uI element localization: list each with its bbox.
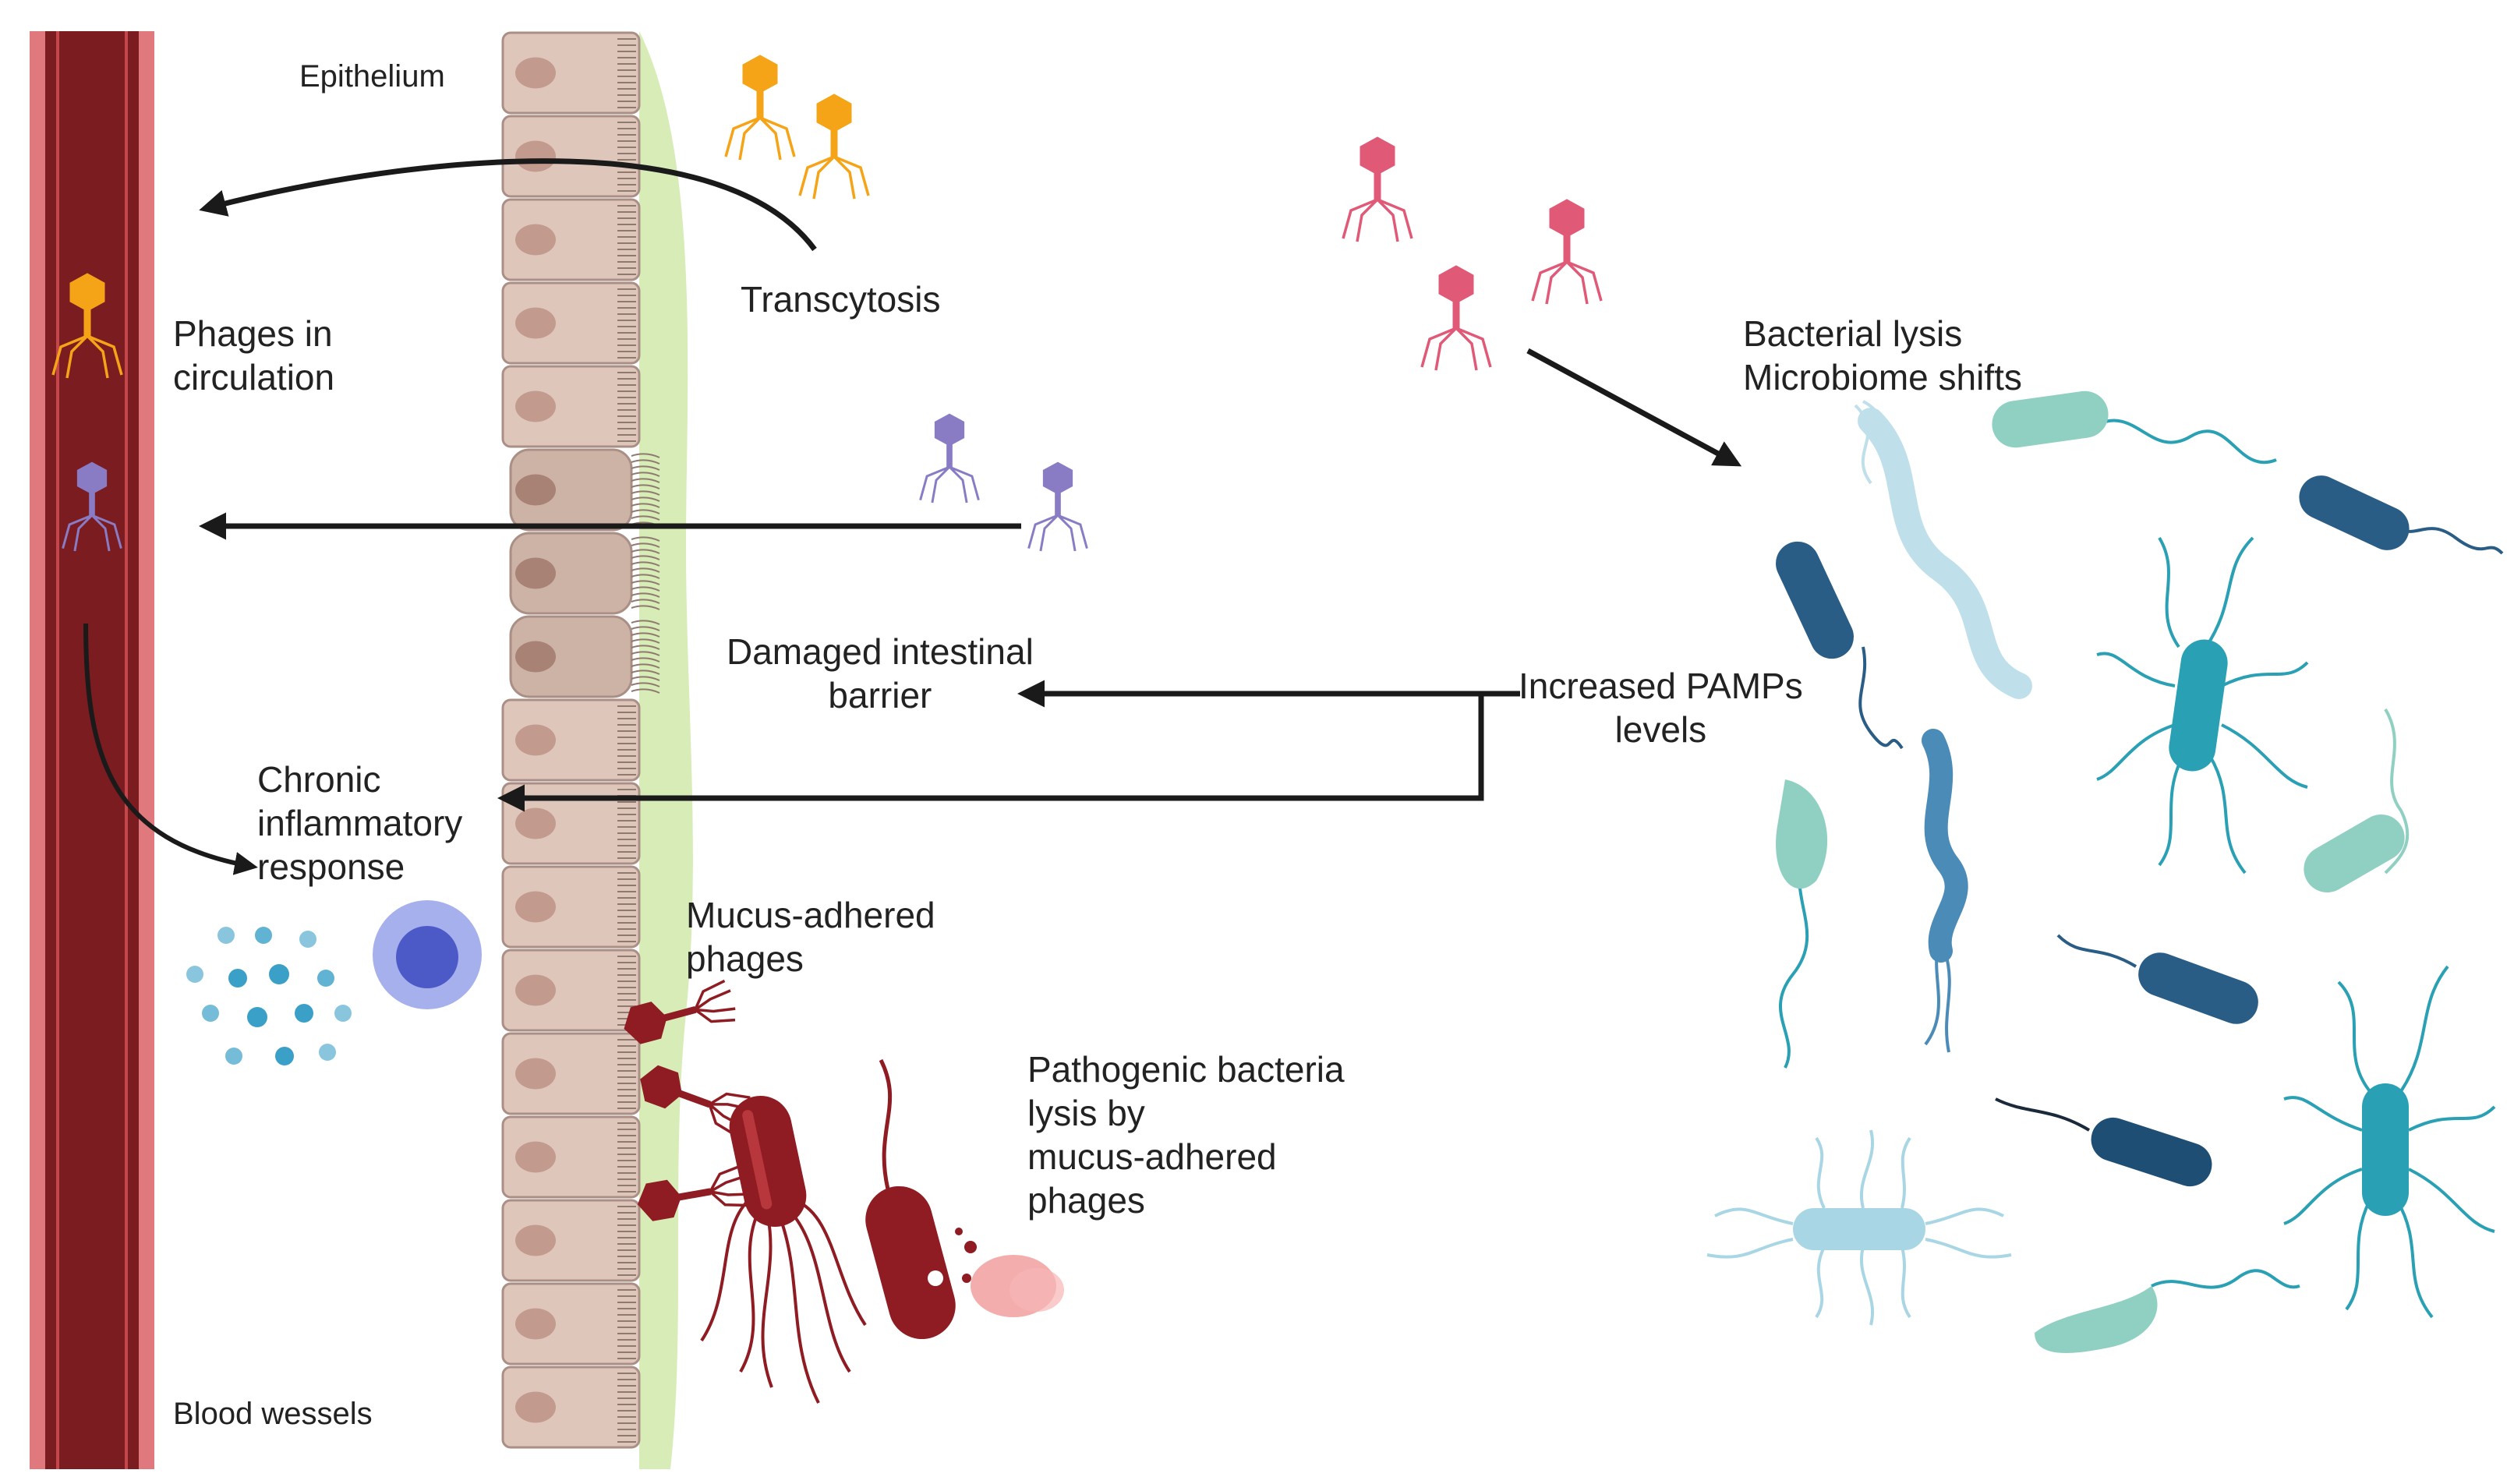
microvilli [617,1206,636,1276]
microvilli [617,1039,636,1109]
pathogenic-lysis-label: Pathogenic bacteria lysis by mucus-adher… [1027,1049,1345,1221]
microvilli [617,956,636,1026]
bacterium-light-flagellated [1706,1129,2012,1326]
cell-nucleus [515,891,556,923]
transcytosis-label: Transcytosis [741,279,941,320]
damaged-barrier-label: Damaged intestinal barrier [727,631,1034,716]
cell-nucleus [515,807,556,839]
damaged-epithelial-cell [509,448,633,532]
cell-nucleus [515,140,556,172]
bacterium-wavy-light [1854,400,2032,699]
purple-phage-2 [1027,461,1088,553]
cell-nucleus [515,57,556,89]
microvilli [617,38,636,108]
bacterium-mint-4 [2035,1269,2300,1353]
blood-wessels-label: Blood wessels [173,1397,373,1431]
cell-nucleus [515,1141,556,1173]
epithelium-column [501,31,660,1449]
bacterium-dark-2 [1776,541,1904,750]
cell-nucleus [515,974,556,1006]
cell-nucleus [515,1058,556,1090]
microvilli [617,1289,636,1359]
mucus-layer [639,31,693,1469]
bacterium-dark-1 [2299,475,2504,555]
microvilli [617,705,636,776]
epithelial-cell [501,698,641,782]
damaged-epithelial-cell [509,532,633,615]
phages-in-circulation-label: Phages in circulation [173,313,335,398]
cytokines [186,927,352,1065]
increased-pamps-label: Increased PAMPs levels [1519,666,1803,751]
microvilli [631,536,660,610]
cell-nucleus [515,307,556,339]
pathogenic-bacterium-1 [700,1095,867,1404]
bacterium-dark-4 [1995,1097,2212,1187]
immune-cell [373,900,482,1009]
epithelial-cell [501,198,641,281]
epithelial-cell [501,1032,641,1115]
epithelial-cell [501,31,641,115]
bacterium-mint-1 [1992,390,2277,465]
pink-phage-3 [1420,264,1492,372]
pink-phage-2 [1531,198,1603,306]
epithelial-cell [501,1115,641,1199]
bacterium-teal-flagellated-1 [2096,536,2309,874]
damaged-epithelial-cell [509,615,633,698]
microvilli [631,620,660,694]
chronic-inflammatory-label: Chronic inflammatory response [257,759,463,888]
cell-nucleus [515,557,556,589]
cell-nucleus [515,724,556,756]
bacterium-wavy-blue [1922,729,1968,1053]
microvilli [617,288,636,359]
orange-phage-2 [798,93,870,200]
epithelial-cell [501,115,641,198]
microvilli [617,372,636,442]
bacterium-mint-3 [2304,708,2410,892]
bacterium-dark-3 [2056,934,2258,1024]
epithelial-cell [501,1282,641,1366]
epithelial-cell [501,365,641,448]
epithelium-label: Epithelium [299,59,445,94]
cell-nucleus [515,224,556,256]
bacterium-teal-flagellated-2 [2283,965,2496,1319]
pamps-to-epithelium-arrow [497,694,1484,812]
epithelial-cell [501,949,641,1032]
arrows [83,158,1742,875]
mucus-adhered-label: Mucus-adhered phages [686,895,935,980]
pathogenic-bacterium-2 [865,1058,1064,1340]
epithelial-cell [501,1199,641,1282]
epithelial-cell [501,782,641,865]
cell-nucleus [515,1391,556,1423]
inflammation-arrow [83,623,258,875]
bacterial-lysis-label: Bacterial lysis Microbiome shifts [1743,313,2022,398]
epithelial-cell [501,281,641,365]
transcytosis-arrow [199,158,817,252]
microvilli [617,1122,636,1192]
microvilli [631,453,660,527]
cell-nucleus [515,641,556,673]
microvilli [617,122,636,192]
orange-phage-1 [724,54,796,161]
bacterium-mint-2 [1776,779,1828,1069]
cell-nucleus [515,1224,556,1256]
microvilli [617,1373,636,1443]
epithelial-cell [501,1366,641,1449]
cell-nucleus [515,390,556,422]
pink-phage-arrow [1526,348,1742,467]
microbiome-cluster [1706,390,2504,1353]
cell-nucleus [515,1308,556,1340]
blood-vessel [30,31,154,1469]
epithelial-cell [501,865,641,949]
purple-phage-1 [919,412,980,504]
microvilli [617,205,636,275]
microvilli [617,872,636,942]
cell-nucleus [515,474,556,506]
pink-phage-1 [1342,136,1413,243]
